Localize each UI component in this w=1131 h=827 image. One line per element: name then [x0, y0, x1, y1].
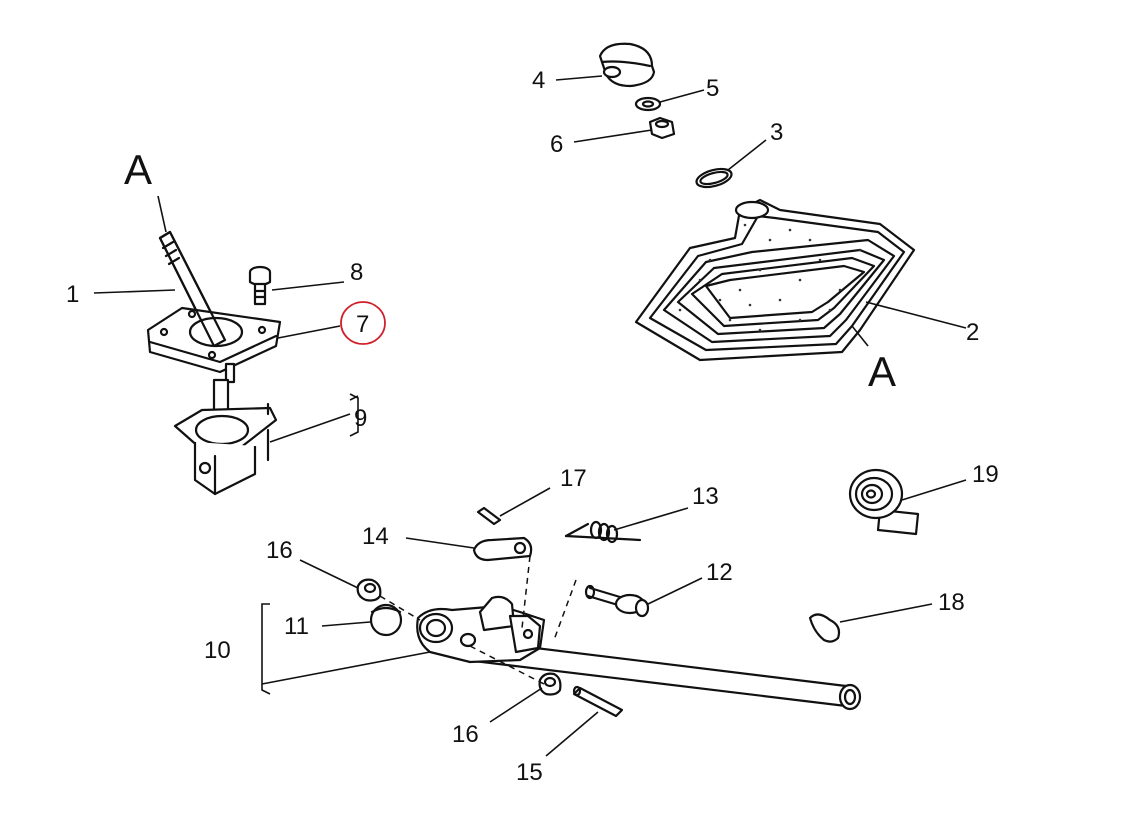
- part-8-bolt: [248, 265, 272, 306]
- part-5-washer: [634, 96, 662, 112]
- part-label-1: 1: [66, 281, 79, 308]
- part-label-9: 9: [354, 405, 367, 432]
- assembly-guide-lines: [379, 555, 577, 685]
- part-label-14: 14: [362, 523, 389, 550]
- part-19-tape-roll: [848, 468, 920, 536]
- part-label-2: 2: [966, 319, 979, 346]
- part-label-5: 5: [706, 75, 719, 102]
- part-label-17: 17: [560, 465, 587, 492]
- part-15-pin: [572, 685, 624, 718]
- part-label-6: 6: [550, 131, 563, 158]
- part-label-13: 13: [692, 483, 719, 510]
- part-16-bushing-upper: [356, 578, 382, 602]
- part-label-16-upper: 16: [266, 537, 293, 564]
- part-label-8: 8: [350, 259, 363, 286]
- part-label-7: 7: [356, 311, 369, 338]
- part-label-3: 3: [770, 119, 783, 146]
- part-11-cap: [369, 603, 403, 637]
- part-label-4: 4: [532, 67, 545, 94]
- leader-lines: [93, 75, 967, 757]
- part-18-clip: [808, 613, 841, 643]
- part-label-16-lower: 16: [452, 721, 479, 748]
- connector-label-a-top: A: [124, 146, 152, 193]
- part-label-15: 15: [516, 759, 543, 786]
- part-14-lever-arm: [472, 536, 533, 562]
- part-label-18: 18: [938, 589, 965, 616]
- part-7-mounting-plate: [146, 230, 282, 374]
- part-3-ring: [695, 167, 733, 189]
- part-6-nut: [648, 116, 676, 140]
- part-16-bushing-lower: [538, 672, 562, 696]
- part-label-11: 11: [284, 613, 309, 640]
- part-13-spring: [564, 520, 642, 544]
- part-9-lower-housing: [173, 362, 278, 496]
- part-17-pin: [476, 506, 502, 526]
- part-4-knob: [598, 42, 656, 88]
- part-10-selector-rod: [416, 595, 862, 711]
- part-label-12: 12: [706, 559, 733, 586]
- highlight-circle-part-7: [340, 301, 386, 345]
- part-2-rubber-boot: [634, 198, 916, 362]
- part-12-bolt: [584, 584, 650, 618]
- part-label-19: 19: [972, 461, 999, 488]
- connector-label-a-bottom: A: [868, 348, 896, 395]
- part-label-10: 10: [204, 637, 231, 664]
